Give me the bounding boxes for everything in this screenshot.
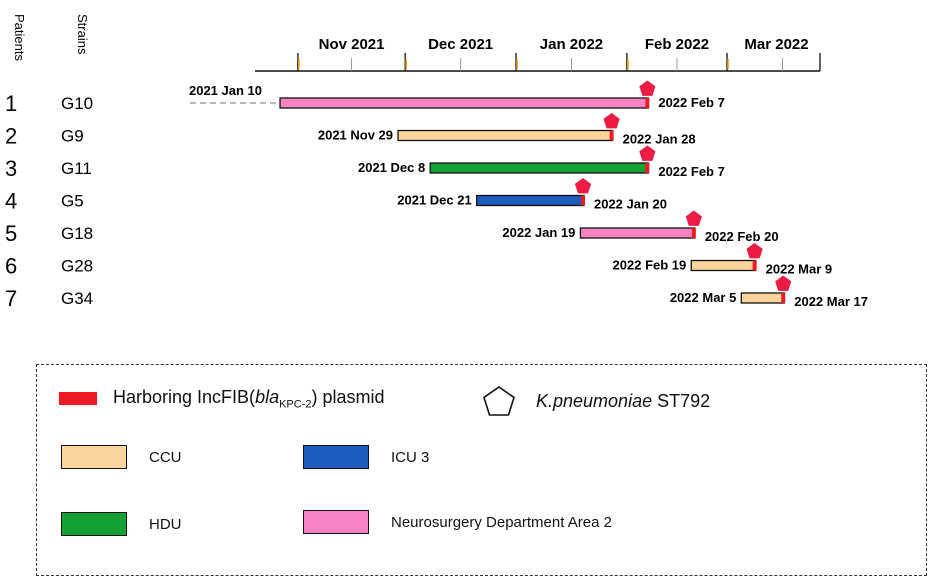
patient-number: 2 — [5, 124, 17, 149]
start-date-label: 2021 Dec 8 — [358, 160, 425, 175]
legend-st792-label: K.pneumoniae ST792 — [536, 390, 711, 411]
month-tick-label: Nov 2021 — [319, 36, 385, 53]
patient-number: 5 — [5, 221, 17, 246]
start-date-label: 2021 Dec 21 — [397, 193, 471, 208]
legend-ccu: CCU — [61, 445, 182, 469]
legend-ccu-label: CCU — [149, 448, 182, 466]
legend-neurosurgery-label: Neurosurgery Department Area 2 — [391, 513, 612, 531]
ccu-swatch — [61, 445, 127, 469]
patient-row: 1 G10 2021 Jan 10 2022 Feb 7 — [5, 80, 725, 116]
end-date-label: 2022 Feb 7 — [658, 164, 725, 179]
st792-pentagon-icon — [639, 80, 656, 96]
plasmid-marker — [752, 260, 757, 271]
icu3-swatch — [303, 445, 369, 469]
legend-plasmid: Harboring IncFIB(blaKPC-2) plasmid — [59, 387, 385, 411]
start-date-label: 2022 Mar 5 — [670, 290, 737, 305]
stay-bar — [397, 129, 614, 142]
patient-number: 4 — [5, 189, 17, 214]
st792-pentagon-icon — [574, 178, 592, 194]
month-axis: Nov 2021 Dec 2021 Jan 2022 Feb 2022 Mar 2022 — [255, 36, 821, 72]
stay-bar — [740, 292, 785, 304]
plasmid-marker — [645, 98, 650, 108]
st792-pentagon-icon — [775, 275, 792, 291]
patient-number: 6 — [5, 254, 17, 279]
month-tick-label: Dec 2021 — [428, 36, 493, 53]
strain-label: G5 — [61, 192, 84, 211]
patient-row: 7 G34 2022 Mar 5 2022 Mar 17 — [5, 275, 868, 311]
strain-label: G9 — [61, 127, 84, 146]
start-date-label: 2021 Jan 10 — [189, 83, 262, 98]
end-date-label: 2022 Mar 17 — [794, 294, 868, 309]
end-date-label: 2022 Jan 20 — [594, 197, 667, 212]
legend-st792: K.pneumoniae ST792 — [482, 385, 710, 417]
end-date-label: 2022 Jan 28 — [623, 132, 696, 147]
month-tick-label: Feb 2022 — [645, 36, 709, 53]
strain-label: G11 — [61, 159, 92, 178]
start-date-label: 2022 Jan 19 — [502, 225, 575, 240]
stay-bar — [690, 259, 757, 272]
patient-number: 3 — [5, 156, 17, 181]
legend-hdu: HDU — [61, 512, 182, 536]
plasmid-marker — [580, 195, 585, 206]
st792-pentagon-icon — [685, 210, 702, 226]
strain-label: G34 — [61, 289, 93, 308]
patient-number: 7 — [5, 286, 17, 311]
end-date-label: 2022 Feb 20 — [705, 229, 779, 244]
patient-row: 3 G11 2021 Dec 8 2022 Feb 7 — [5, 145, 725, 181]
month-tick-label: Jan 2022 — [540, 36, 603, 53]
legend-plasmid-label: Harboring IncFIB(blaKPC-2) plasmid — [113, 387, 385, 411]
pentagon-icon — [483, 386, 515, 416]
strains-header: Strains — [75, 14, 90, 55]
plasmid-swatch — [59, 392, 97, 406]
stay-bar — [476, 194, 585, 207]
start-date-label: 2022 Feb 19 — [613, 258, 687, 273]
plasmid-marker — [781, 293, 786, 303]
legend: Harboring IncFIB(blaKPC-2) plasmid K.pne… — [36, 364, 927, 576]
patients-header: Patients — [12, 14, 27, 61]
timeline-chart: Patients Strains Nov 2021 Dec 2021 Jan 202… — [5, 14, 868, 311]
end-date-label: 2022 Feb 7 — [658, 95, 725, 110]
legend-icu3-label: ICU 3 — [391, 448, 430, 466]
st792-pentagon-icon — [603, 113, 620, 129]
neurosurgery-swatch — [303, 510, 369, 534]
stay-bar — [429, 162, 650, 174]
legend-hdu-label: HDU — [149, 515, 182, 533]
plasmid-marker — [609, 130, 614, 141]
legend-icu3: ICU 3 — [303, 445, 429, 469]
end-date-label: 2022 Mar 9 — [766, 262, 833, 277]
patient-number: 1 — [5, 91, 17, 116]
st792-pentagon-icon — [639, 145, 656, 161]
patient-row: 5 G18 2022 Jan 19 2022 Feb 20 — [5, 210, 779, 246]
strain-label: G18 — [61, 224, 93, 243]
st792-pentagon-icon — [746, 243, 763, 259]
patient-row: 4 G5 2021 Dec 21 2022 Jan 20 — [5, 178, 667, 214]
month-tick-label: Mar 2022 — [744, 36, 808, 53]
patient-row: 6 G28 2022 Feb 19 2022 Mar 9 — [5, 243, 832, 279]
stay-bar — [579, 227, 696, 239]
stay-bar — [279, 97, 650, 109]
patient-row: 2 G9 2021 Nov 29 2022 Jan 28 — [5, 113, 696, 149]
start-date-label: 2021 Nov 29 — [318, 128, 393, 143]
hdu-swatch — [61, 512, 127, 536]
strain-label: G28 — [61, 257, 93, 276]
strain-label: G10 — [61, 94, 93, 113]
legend-neurosurgery: Neurosurgery Department Area 2 — [303, 510, 612, 534]
plasmid-marker — [645, 163, 650, 173]
plasmid-marker — [691, 228, 696, 238]
